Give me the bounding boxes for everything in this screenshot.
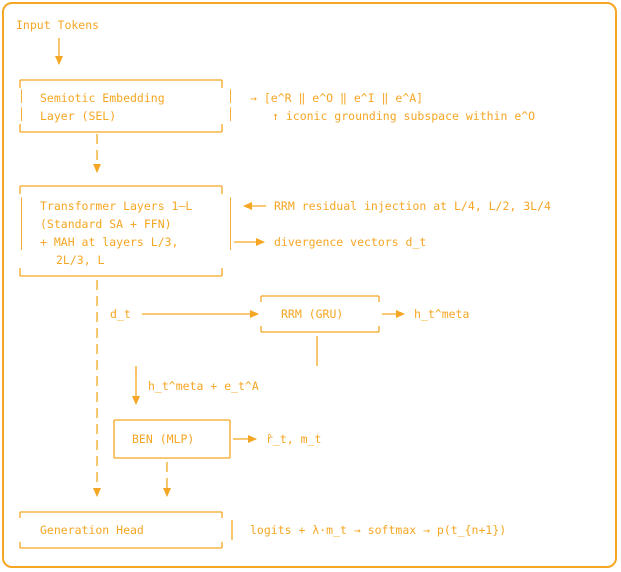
- transformer-left-bar: │ │ │ │: [18, 197, 25, 250]
- dt-label: d_t: [110, 307, 131, 321]
- sel-box-left-bar-2: │: [18, 107, 25, 121]
- diagram-frame: [2, 2, 617, 568]
- input-tokens-label: Input Tokens: [16, 18, 100, 32]
- ben-output-label: r̂_t, m_t: [266, 432, 322, 446]
- rrm-output-label: h_t^meta: [414, 307, 470, 321]
- transformer-box: [19, 185, 223, 277]
- arrow-rrm-to-ben: [136, 336, 318, 404]
- sel-box: [19, 79, 223, 133]
- transformer-line2: (Standard SA + FFN): [40, 217, 172, 231]
- ben-box: [113, 419, 231, 459]
- sel-box-left-bar: │: [18, 89, 25, 103]
- rrm-label: RRM (GRU): [281, 307, 344, 321]
- divergence-label: divergence vectors d_t: [274, 235, 427, 249]
- generation-head-formula: logits + λ·m_t → softmax → p(t_{n+1}): [250, 523, 507, 537]
- sel-box-right-bar-2: │: [227, 107, 234, 121]
- sel-note-concat: → [e^R ‖ e^O ‖ e^I ‖ e^A]: [250, 91, 424, 105]
- generation-head-label: Generation Head: [40, 523, 144, 537]
- rrm-box: [260, 295, 380, 333]
- transformer-line4: 2L/3, L: [56, 253, 105, 267]
- sel-title-line2: Layer (SEL): [40, 109, 117, 123]
- sel-note-iconic: ↑ iconic grounding subspace within e^O: [272, 109, 536, 123]
- transformer-line3: + MAH at layers L/3,: [40, 235, 179, 249]
- generation-head-box: [19, 511, 223, 549]
- transformer-line1: Transformer Layers 1–L: [40, 199, 193, 213]
- transformer-right-bar: │ │ │ │: [227, 197, 234, 250]
- sel-box-right-bar: │: [227, 89, 234, 103]
- rrm-injection-label: RRM residual injection at L/4, L/2, 3L/4: [274, 199, 551, 213]
- sel-title-line1: Semiotic Embedding: [40, 91, 165, 105]
- merge-label: h_t^meta + e_t^A: [148, 379, 259, 393]
- ben-label: BEN (MLP): [132, 432, 195, 446]
